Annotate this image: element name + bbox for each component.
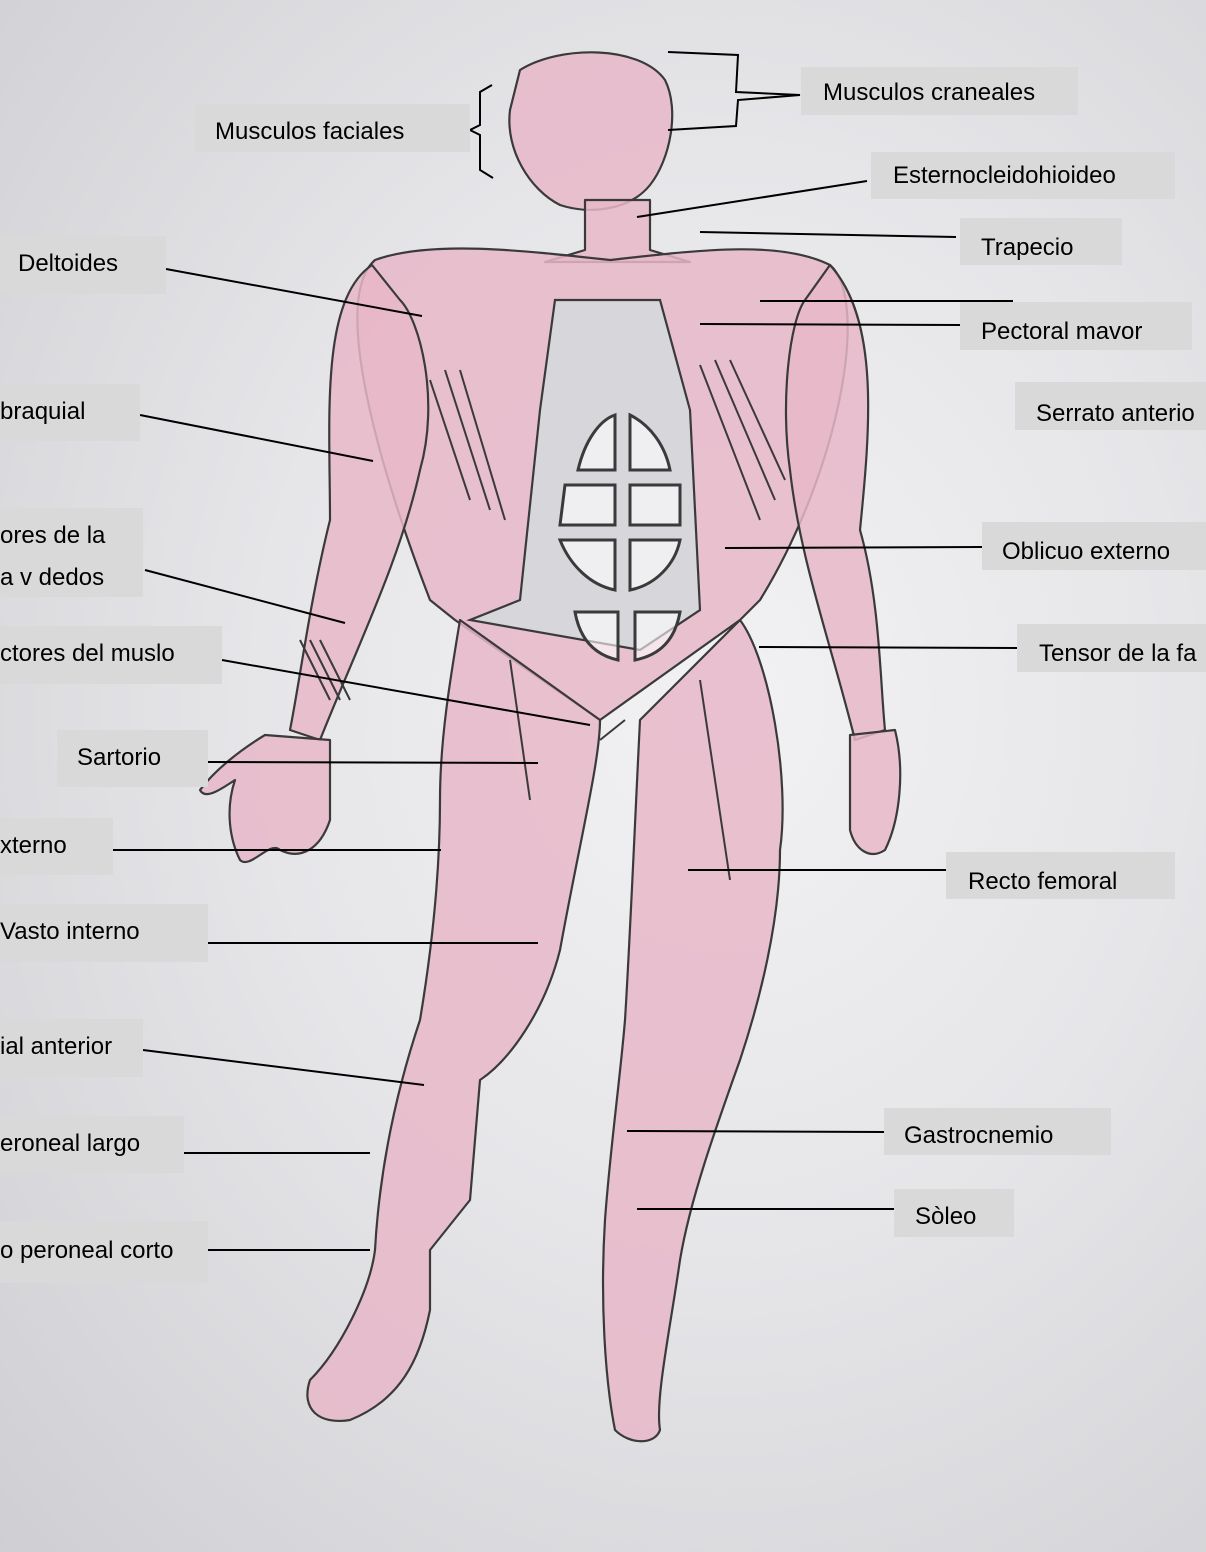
- left-arm: [290, 265, 428, 740]
- left-leg: [307, 620, 600, 1421]
- label-musculos-craneales: Musculos craneales: [801, 67, 1078, 115]
- label-extensores-mano-dedos: ores de la a v dedos: [0, 508, 143, 597]
- label-peroneal-largo: eroneal largo: [0, 1116, 184, 1173]
- label-musculos-faciales: Musculos faciales: [195, 104, 470, 152]
- label-oblicuo-externo: Oblicuo externo: [982, 522, 1206, 570]
- label-soleo: Sòleo: [894, 1189, 1014, 1237]
- label-recto-femoral: Recto femoral: [946, 852, 1175, 899]
- head: [509, 52, 672, 209]
- right-leg: [603, 620, 783, 1441]
- label-trapecio: Trapecio: [960, 218, 1122, 265]
- right-hand: [850, 730, 900, 854]
- label-tibial-anterior: ial anterior: [0, 1019, 143, 1077]
- label-serrato-anterior: Serrato anterio: [1015, 382, 1206, 430]
- right-arm: [786, 265, 885, 740]
- label-deltoides: Deltoides: [0, 236, 166, 294]
- label-sartorio: Sartorio: [57, 730, 208, 787]
- left-hand: [200, 735, 330, 862]
- label-esternocleidohioideo: Esternocleidohioideo: [871, 152, 1175, 199]
- label-vasto-externo: xterno: [0, 818, 113, 875]
- label-aductores-muslo: ctores del muslo: [0, 626, 222, 684]
- label-tensor-fascia: Tensor de la fa: [1017, 624, 1206, 672]
- label-pectoral-mayor: Pectoral mavor: [960, 302, 1192, 350]
- label-braquial: braquial: [0, 384, 140, 441]
- label-peroneal-corto: o peroneal corto: [0, 1221, 208, 1283]
- label-gastrocnemio: Gastrocnemio: [884, 1108, 1111, 1155]
- label-vasto-interno: Vasto interno: [0, 904, 208, 962]
- neck: [545, 200, 690, 262]
